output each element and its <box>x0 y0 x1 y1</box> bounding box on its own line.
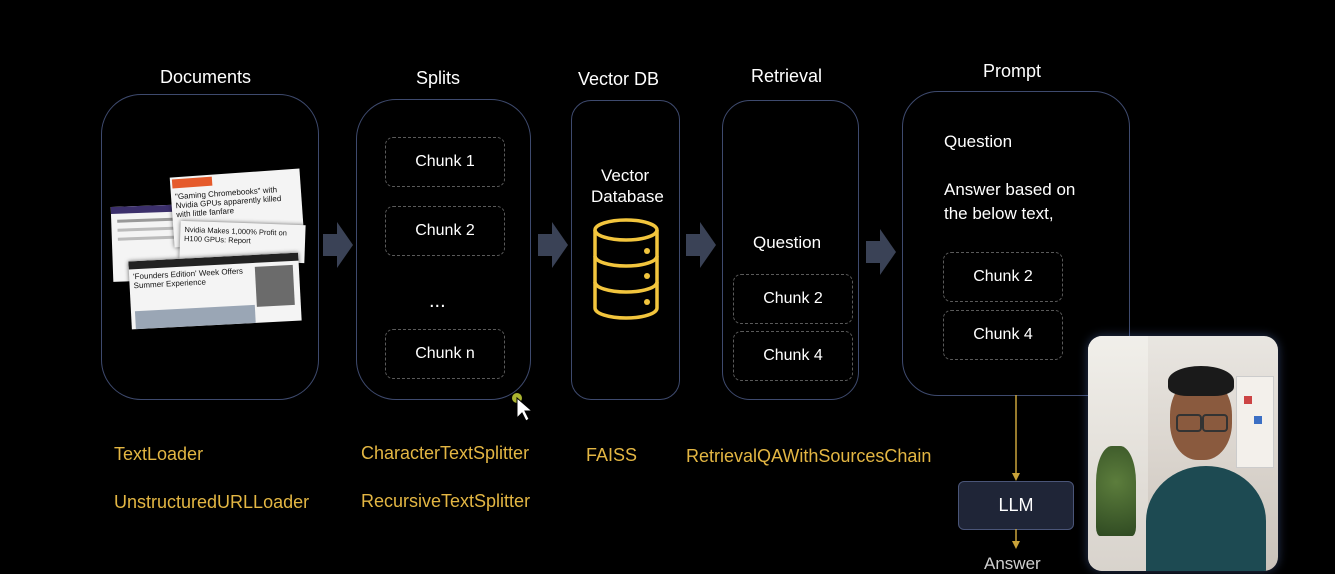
vector-db-panel <box>571 100 680 400</box>
prompt-heading: Prompt <box>983 61 1042 81</box>
prompt-chunk-4: Chunk 4 <box>943 310 1063 360</box>
flow-arrow-icon <box>686 222 716 268</box>
document-page: 'Founders Edition' Week Offers Summer Ex… <box>128 252 302 330</box>
splits-heading: Splits <box>416 68 461 88</box>
llm-to-answer-arrow-icon <box>1012 529 1020 549</box>
answer-label: Answer <box>984 554 1041 573</box>
splitter-label-recursive: RecursiveTextSplitter <box>361 491 531 511</box>
document-headline: Nvidia Makes 1,000% Profit on H100 GPUs:… <box>183 224 288 246</box>
llm-box: LLM <box>958 481 1074 530</box>
flow-arrow-icon <box>538 222 568 268</box>
prompt-instruction-line2: the below text, <box>944 204 1054 223</box>
vector-store-label: FAISS <box>586 445 638 465</box>
retrieval-panel <box>722 100 859 400</box>
loader-label-unstructured: UnstructuredURLLoader <box>114 492 310 512</box>
documents-heading: Documents <box>160 67 252 87</box>
presenter-webcam <box>1088 336 1278 571</box>
split-chunk-n: Chunk n <box>385 329 505 379</box>
split-ellipsis: ... <box>429 290 446 312</box>
prompt-question: Question <box>944 132 1013 151</box>
retrieval-chunk-4: Chunk 4 <box>733 331 853 381</box>
vector-db-heading: Vector DB <box>578 69 660 89</box>
prompt-chunk-2: Chunk 2 <box>943 252 1063 302</box>
retrieval-chunk-2: Chunk 2 <box>733 274 853 324</box>
document-headline: 'Founders Edition' Week Offers Summer Ex… <box>132 266 244 291</box>
retrieval-question: Question <box>753 233 822 252</box>
prompt-to-llm-arrow-icon <box>1012 395 1020 481</box>
flow-arrow-icon <box>323 222 353 268</box>
chain-label: RetrievalQAWithSourcesChain <box>686 446 932 466</box>
prompt-instruction-line1: Answer based on <box>944 180 1076 199</box>
loader-label-text: TextLoader <box>114 444 204 464</box>
database-icon <box>593 218 659 320</box>
mouse-cursor-icon <box>512 393 533 422</box>
split-chunk-2: Chunk 2 <box>385 206 505 256</box>
splitter-label-character: CharacterTextSplitter <box>361 443 530 463</box>
vector-db-label-line2: Database <box>591 187 664 206</box>
vector-db-label-line1: Vector <box>601 166 650 185</box>
retrieval-heading: Retrieval <box>751 66 823 86</box>
flow-arrow-icon <box>866 229 896 275</box>
documents-collage: "Gaming Chromebooks" with Nvidia GPUs ap… <box>110 165 312 330</box>
split-chunk-1: Chunk 1 <box>385 137 505 187</box>
document-headline: "Gaming Chromebooks" with Nvidia GPUs ap… <box>174 185 282 220</box>
